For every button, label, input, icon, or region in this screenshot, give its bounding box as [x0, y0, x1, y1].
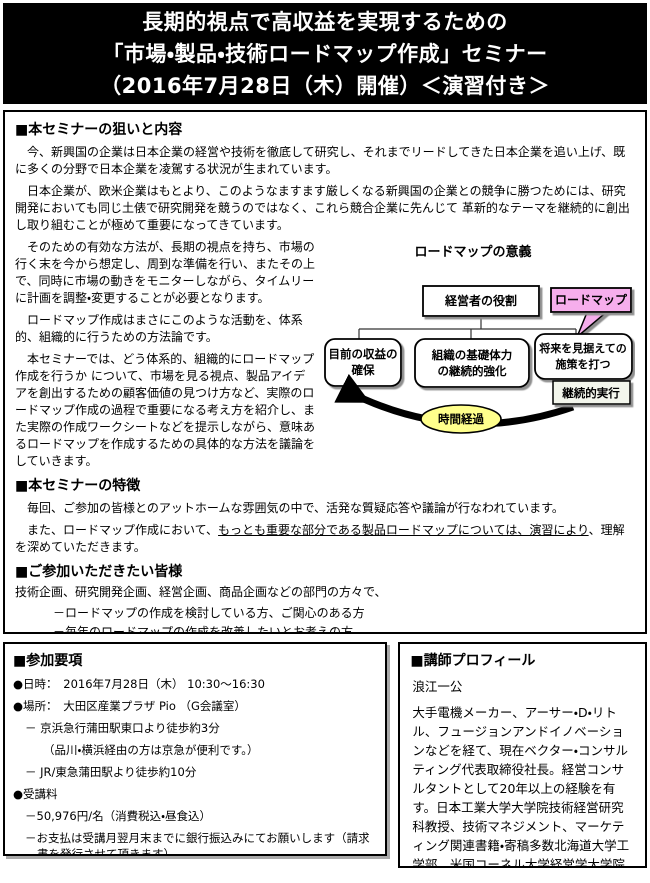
features-paragraph-1: 毎回、ご参加の皆様とのアットホームな雰囲気の中で、活発な質疑応答や議論が行なわれ… — [15, 501, 564, 515]
future-measures-line2: 施策を打つ — [556, 357, 611, 371]
aim-paragraph-5: 本セミナーでは、どう体系的、組織的にロードマップ作成を行うか について、市場を見… — [15, 352, 316, 468]
time-elapsed-ellipse — [420, 404, 502, 434]
datetime-line: ●日時： 2016年7月28日（木） 10:30～16:30 — [13, 677, 265, 691]
aim-paragraph-3: そのための有効な方法が、長期の視点を持ち、市場の行く末を今から想定し、周到な準備… — [15, 240, 316, 305]
banner-line-2: 「市場・製品・技術ロードマップ作成」セミナー — [102, 41, 548, 66]
roadmap-callout-box — [550, 287, 632, 313]
participation-info-box: ■参加要項 ●日時： 2016年7月28日（木） 10:30～16:30 ●場所… — [3, 642, 388, 856]
banner-line-1: 長期的視点で高収益を実現するための — [142, 9, 508, 34]
audience-item: －毎年のロードマップの作成を改善したいとお考えの方 — [53, 625, 354, 634]
roadmap-callout-label: ロードマップ — [555, 292, 628, 307]
features-p2-underlined: もっとも重要な部分である製品ロードマップについては、演習により — [218, 523, 589, 537]
aim-paragraph-2: 日本企業が、欧米企業はもとより、このようなますます厳しくなる新興国の企業との競争… — [15, 184, 630, 232]
aim-paragraph-1: 今、新興国の企業は日本企業の経営や技術を徹底して研究し、それまでリードしてきた日… — [15, 145, 626, 176]
audience-item: －ロードマップの作成を検討している方、ご関心のある方 — [53, 606, 365, 620]
profit-box-line1: 目前の収益の — [329, 347, 398, 361]
continual-execution-label: 継続的実行 — [561, 386, 620, 400]
org-strength-line1: 組織の基礎体力 — [431, 348, 513, 362]
time-elapsed-label: 時間経過 — [438, 412, 484, 426]
profit-box-line2: 確保 — [351, 363, 375, 377]
aim-heading: ■本セミナーの狙いと内容 — [15, 122, 183, 138]
lecturer-profile-box: ■講師プロフィール 浪江一公 大手電機メーカー、アーサー・D・リトル、フュージョ… — [398, 642, 647, 868]
audience-heading: ■ご参加いただきたい皆様 — [15, 564, 183, 580]
profile-heading: ■講師プロフィール — [410, 653, 536, 669]
org-strength-line2: の継続的強化 — [438, 364, 507, 378]
bottom-row: ■参加要項 ●日時： 2016年7月28日（木） 10:30～16:30 ●場所… — [3, 642, 647, 868]
fee-line-2: －お支払は受講月翌月末までに銀行振込みにてお願いします（請求書を発行させて頂きま… — [25, 831, 370, 856]
org-strength-box — [414, 338, 530, 388]
access-line-1: － 京浜急行蒲田駅東口より徒歩約3分 — [25, 721, 220, 735]
main-content-box: ■本セミナーの狙いと内容 今、新興国の企業は日本企業の経営や技術を徹底して研究し… — [3, 110, 647, 634]
banner-line-3: （2016年7月28日（木）開催）＜演習付き＞ — [100, 73, 550, 98]
title-banner: 長期的視点で高収益を実現するための 「市場・製品・技術ロードマップ作成」セミナー… — [3, 3, 647, 104]
access-line-2: － JR/東急蒲田駅より徒歩約10分 — [25, 765, 197, 779]
roadmap-diagram-svg: ロードマップの意義 経営者の役割 ロードマップ 目前の — [324, 244, 633, 434]
features-p2-pre: また、ロードマップ作成において、 — [15, 523, 219, 537]
executive-role-label: 経営者の役割 — [444, 293, 517, 308]
executive-role-box — [422, 285, 540, 317]
roadmap-meaning-diagram: ロードマップの意義 経営者の役割 ロードマップ 目前の — [323, 241, 635, 443]
features-heading: ■本セミナーの特徴 — [15, 478, 141, 494]
diagram-title: ロードマップの意義 — [414, 244, 531, 260]
audience-intro: 技術企画、研究開発企画、経営企画、商品企画などの部門の方々で、 — [15, 585, 387, 599]
access-note: （品川・横浜経由の方は京急が便利です。） — [43, 743, 259, 757]
fee-heading: ●受講料 — [13, 787, 58, 801]
continual-execution-box — [552, 380, 631, 405]
aim-paragraph-4: ロードマップ作成はまさにこのような活動を、体系的、組織的に行うための方法論です。 — [15, 313, 303, 344]
features-p2-post: 、理解を深めていただきます。 — [15, 523, 625, 554]
lecturer-bio: 大手電機メーカー、アーサー・D・リトル、フュージョンアンドイノベーションなどを経… — [412, 705, 630, 868]
future-measures-line1: 将来を見据えての — [538, 341, 626, 355]
features-paragraph-2: また、ロードマップ作成において、もっとも重要な部分である製品ロードマップについて… — [15, 522, 635, 556]
place-line: ●場所： 大田区産業プラザ Pio （G会議室） — [13, 699, 246, 713]
seminar-flyer-page: 長期的視点で高収益を実現するための 「市場・製品・技術ロードマップ作成」セミナー… — [0, 3, 650, 883]
fee-line-1: －50,976円/名（消費税込・昼食込） — [25, 809, 212, 823]
diagram-connectors — [358, 316, 577, 339]
participation-heading: ■参加要項 — [13, 653, 83, 669]
future-measures-box — [534, 333, 633, 380]
roadmap-callout-tail — [576, 309, 612, 338]
lecturer-name: 浪江一公 — [412, 679, 463, 694]
